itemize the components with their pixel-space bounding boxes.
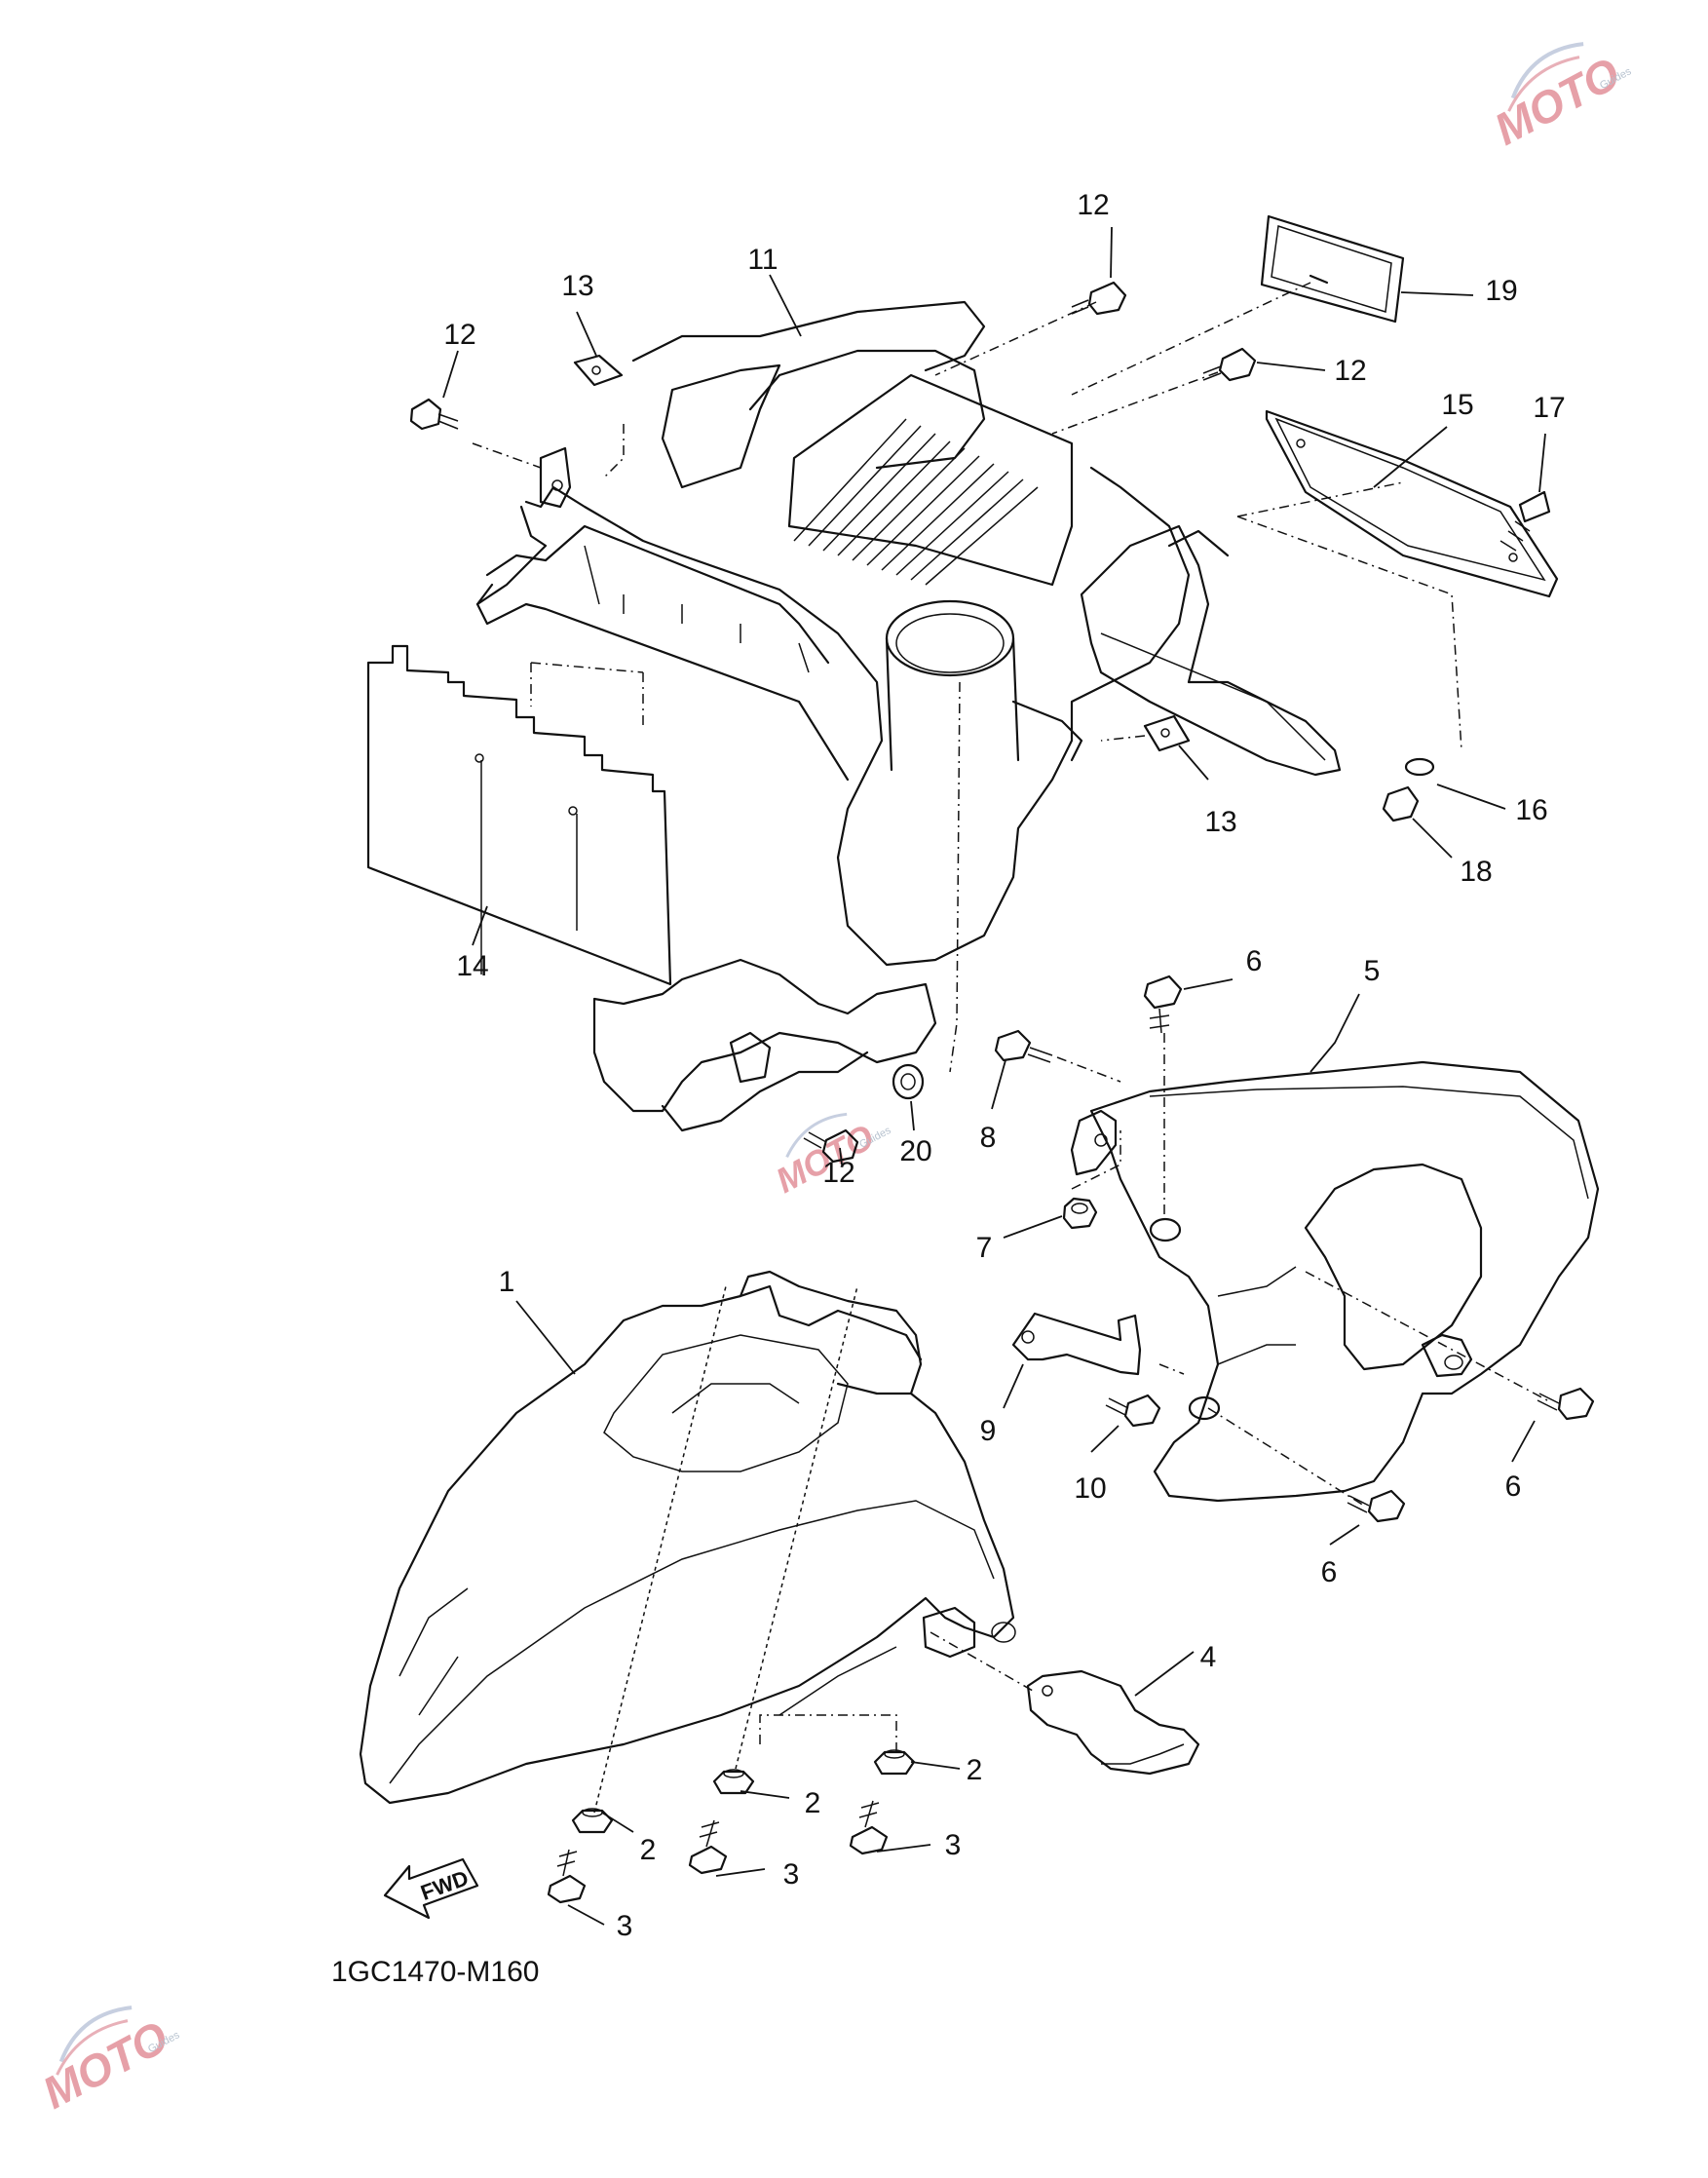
part-10-bolt: [1105, 1394, 1161, 1428]
callout-19: 19: [1485, 275, 1517, 307]
part-9-bracket: [1011, 1312, 1142, 1376]
part-5-fender-cover: [1070, 1060, 1600, 1503]
callout-6: 6: [1321, 1556, 1338, 1588]
part-7-collar: [1062, 1197, 1098, 1230]
part-3-screw-b: [688, 1819, 728, 1875]
part-1-front-fender: [359, 1270, 1016, 1805]
callout-3: 3: [617, 1910, 633, 1942]
diagram-code: 1GC1470-M160: [331, 1956, 539, 1988]
callout-12: 12: [1077, 189, 1109, 221]
part-12-bolt-a: [409, 398, 459, 431]
part-3-screw-c: [849, 1800, 889, 1855]
part-11-cooling-fins: [787, 373, 1074, 587]
part-13-clip-nut-a: [573, 354, 624, 387]
part-17-screw: [1499, 490, 1551, 552]
part-8-bolt: [994, 1029, 1053, 1063]
callout-7: 7: [976, 1232, 993, 1264]
callout-13: 13: [561, 270, 593, 302]
callout-8: 8: [980, 1122, 997, 1154]
callout-5: 5: [1364, 955, 1381, 987]
callout-15: 15: [1441, 389, 1473, 421]
watermark-bottom: MOTO Guides: [34, 2006, 182, 2119]
callout-4: 4: [1200, 1641, 1217, 1673]
callout-11: 11: [747, 244, 778, 276]
part-14-splash-plate: [366, 644, 672, 986]
leader-lines: [442, 226, 1546, 1926]
watermark-top: MOTO Guides: [1486, 42, 1634, 155]
callout-20: 20: [899, 1135, 931, 1167]
part-16-washer: [1404, 757, 1435, 777]
callout-14: 14: [456, 950, 488, 982]
part-12-bolt-d: [803, 1128, 859, 1164]
fwd-arrow: FWD: [383, 1857, 479, 1920]
callout-16: 16: [1515, 794, 1547, 826]
callout-12: 12: [1334, 355, 1366, 387]
assembly-lines: [472, 282, 1550, 1814]
callout-1: 1: [499, 1266, 515, 1298]
callout-17: 17: [1533, 392, 1565, 424]
part-2-grommet-b: [712, 1769, 755, 1795]
callout-3: 3: [783, 1858, 800, 1891]
callouts: 1 2 2 2 3 3 3 4 5 6 6 6 7 8 9 10 11 12 1…: [443, 189, 1565, 1942]
callout-12: 12: [822, 1157, 854, 1189]
part-6-bolt-top: [1143, 974, 1183, 1034]
svg-text:FWD: FWD: [417, 1865, 472, 1905]
part-19-reflector: [1260, 214, 1405, 324]
part-11-rear-inner-fender: [475, 300, 1342, 1132]
callout-2: 2: [640, 1834, 657, 1866]
callout-12: 12: [443, 319, 475, 351]
part-2-grommet-c: [873, 1749, 916, 1776]
callout-18: 18: [1460, 856, 1492, 888]
part-12-bolt-c: [1202, 347, 1257, 382]
part-20-collar: [892, 1063, 925, 1100]
part-15-plate-bracket: [1265, 409, 1559, 598]
part-6-bolt-lower: [1347, 1489, 1406, 1523]
part-3-screw-a: [547, 1849, 587, 1904]
callout-10: 10: [1074, 1472, 1106, 1505]
callout-6: 6: [1505, 1471, 1522, 1503]
part-18-nut: [1382, 785, 1420, 822]
callout-6: 6: [1246, 945, 1263, 977]
part-6-bolt-right: [1537, 1387, 1595, 1421]
callout-2: 2: [805, 1787, 821, 1819]
callout-9: 9: [980, 1415, 997, 1447]
callout-2: 2: [967, 1754, 983, 1786]
callout-13: 13: [1204, 806, 1236, 838]
part-12-bolt-b: [1071, 281, 1127, 316]
part-2-grommet-a: [571, 1808, 614, 1834]
part-4-hose-guide: [1026, 1669, 1200, 1776]
callout-3: 3: [945, 1829, 962, 1861]
part-13-clip-nut-b: [1143, 714, 1191, 752]
